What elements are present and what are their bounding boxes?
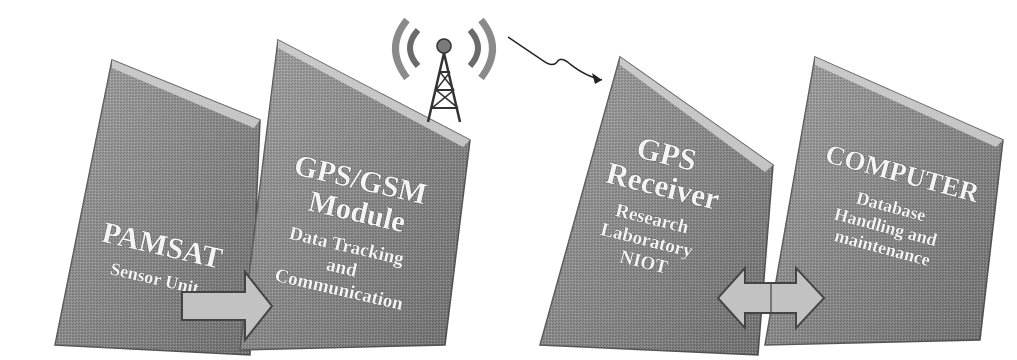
- block-computer: COMPUTER Database Handling and maintenan…: [764, 55, 1004, 346]
- arrow-bidirectional: [716, 265, 826, 331]
- arrow-right: [181, 269, 274, 343]
- block-gps-gsm-module: GPS/GSM Module Data Tracking and Communi…: [239, 38, 471, 351]
- block-pamsat: PAMSAT Sensor Unit: [54, 58, 261, 356]
- wireless-link-arrow: [507, 36, 603, 84]
- antenna-tower-icon: [392, 17, 496, 123]
- block-gps-receiver: GPS Receiver Research Laboratory NIOT: [539, 55, 774, 356]
